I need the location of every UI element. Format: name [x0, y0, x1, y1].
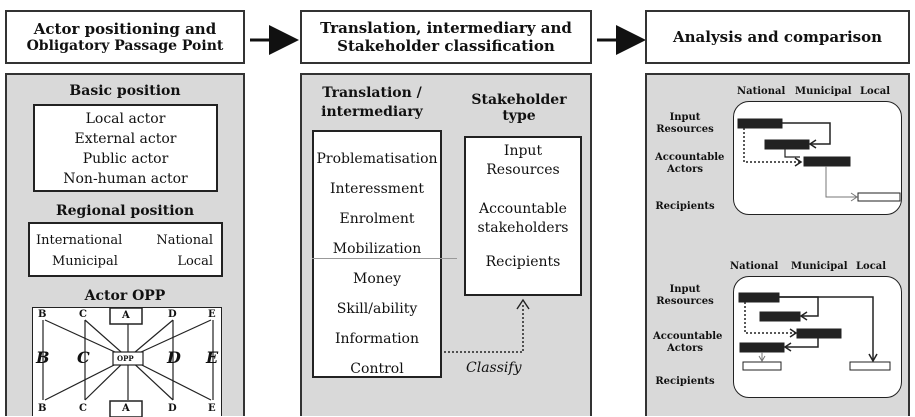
row-label-line: Actors: [666, 343, 704, 354]
opp-node-label: B: [38, 309, 47, 320]
stakeholder-item: Input: [503, 143, 543, 159]
regional-item: Municipal: [52, 254, 118, 269]
row-label-line: Input: [669, 112, 701, 123]
row-label-line: Actors: [666, 164, 704, 175]
basic-position-title: Basic position: [69, 83, 181, 99]
header-translation-line2: Stakeholder classification: [337, 37, 555, 55]
translation-item: Mobilization: [332, 241, 422, 257]
opp-node-label: D: [168, 309, 177, 320]
row-label-recipients: Recipients: [655, 201, 715, 212]
level-label: Local: [856, 261, 887, 272]
translation-item: Enrolment: [339, 211, 415, 227]
basic-item: Local actor: [85, 111, 166, 127]
intermediary-item: Skill/ability: [336, 301, 418, 317]
basic-position-box: Local actor External actor Public actor …: [33, 104, 218, 192]
translation-item: Interessment: [329, 181, 424, 197]
header-translation: Translation, intermediary and Stakeholde…: [300, 10, 592, 64]
opp-center-label: OPP: [117, 354, 134, 363]
row-label-input: Input Resources: [655, 112, 715, 136]
opp-node-label: C: [79, 403, 87, 414]
analysis-diagram-bottom: [733, 276, 902, 398]
stakeholder-item: Accountable: [479, 201, 567, 217]
analysis-diagram-top: [733, 101, 902, 215]
opp-node-label: B: [36, 348, 50, 367]
header-analysis-text: Analysis and comparison: [673, 28, 882, 46]
basic-item: Non-human actor: [63, 171, 188, 187]
translation-title-line1: Translation /: [322, 85, 422, 101]
row-label-line: Accountable: [655, 152, 725, 163]
opp-node-label: E: [208, 309, 216, 320]
regional-position-box: International National Municipal Local: [28, 222, 223, 277]
opp-node-label: E: [206, 348, 219, 367]
header-analysis: Analysis and comparison: [645, 10, 910, 64]
opp-node-label: A: [122, 310, 130, 321]
row-label-accountable-2: Accountable Actors: [653, 331, 723, 355]
row-label-accountable: Accountable Actors: [655, 152, 725, 176]
intermediary-item: Money: [353, 271, 401, 287]
opp-node-label: B: [38, 403, 47, 414]
translation-item: Problematisation: [316, 151, 438, 167]
opp-node-label: D: [167, 348, 181, 367]
row-label-line: Accountable: [653, 331, 723, 342]
level-label: Municipal: [791, 261, 848, 272]
regional-item: National: [156, 233, 213, 248]
translation-title: Translation / intermediary: [318, 84, 426, 122]
opp-node-label: C: [79, 309, 87, 320]
translation-box: Problematisation Interessment Enrolment …: [312, 130, 442, 378]
row-label-recipients-2: Recipients: [655, 376, 715, 387]
opp-node-label: D: [168, 403, 177, 414]
level-label: National: [737, 86, 786, 97]
stakeholder-box: Input Resources Accountable stakeholders…: [464, 136, 582, 296]
basic-item: Public actor: [82, 151, 169, 167]
translation-divider: [312, 258, 457, 259]
stakeholder-item: Resources: [486, 162, 560, 178]
translation-title-line2: intermediary: [321, 104, 423, 120]
opp-diagram-lines: [42, 308, 214, 417]
row-label-line: Input: [669, 284, 701, 295]
row-label-line: Resources: [656, 124, 714, 135]
row-label-line: Resources: [656, 296, 714, 307]
regional-item: Local: [177, 254, 213, 269]
intermediary-item: Control: [350, 361, 404, 377]
opp-node-label: E: [208, 403, 216, 414]
actor-opp-title: Actor OPP: [84, 288, 166, 304]
actor-opp-diagram: B C A D E B C OPP D E B C A D E: [32, 307, 222, 417]
level-label: Local: [860, 86, 891, 97]
level-label: National: [730, 261, 779, 272]
intermediary-item: Information: [334, 331, 420, 347]
regional-position-title: Regional position: [55, 203, 195, 219]
opp-node-label: C: [77, 348, 90, 367]
header-actor-positioning-line2: Obligatory Passage Point: [26, 37, 224, 54]
header-translation-line1: Translation, intermediary and: [320, 19, 572, 37]
opp-node-label: A: [122, 403, 130, 414]
level-label: Municipal: [795, 86, 852, 97]
basic-item: External actor: [74, 131, 177, 147]
header-actor-positioning-line1: Actor positioning and: [33, 19, 217, 38]
header-actor-positioning: Actor positioning and Obligatory Passage…: [5, 10, 245, 64]
classify-label: Classify: [466, 360, 522, 376]
regional-item: International: [36, 233, 123, 248]
stakeholder-item: stakeholders: [477, 220, 569, 236]
row-label-input-2: Input Resources: [655, 284, 715, 308]
stakeholder-item: Recipients: [485, 254, 561, 270]
stakeholder-type-title: Stakeholder type: [471, 92, 567, 124]
